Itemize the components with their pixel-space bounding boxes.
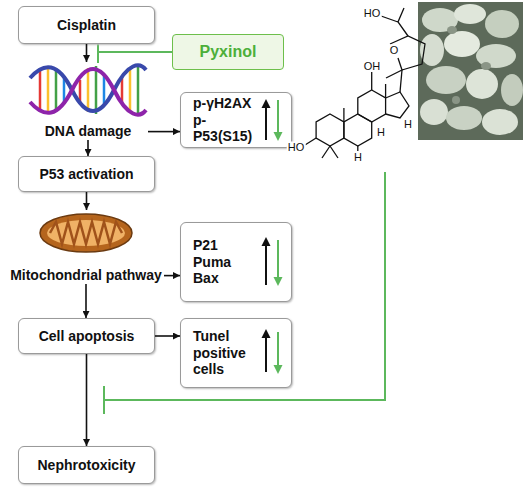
lichen-photo (418, 2, 523, 140)
atom-label: H (353, 152, 363, 163)
marker-box: P21PumaBax (180, 222, 292, 302)
flow-arrow (155, 335, 180, 337)
atom-label: H (376, 127, 386, 138)
node-text: P53 activation (39, 166, 133, 183)
dna-illustration (30, 65, 146, 114)
process-box: Cisplatin (18, 6, 155, 44)
node-text: Cell apoptosis (39, 328, 135, 345)
flow-arrow (86, 192, 88, 210)
atom-label: HO (363, 8, 382, 19)
node-text: Tunel positive cells (193, 328, 257, 378)
illustrated-step: Mitochondrial pathway (8, 210, 164, 284)
atom-label: HO (287, 142, 306, 153)
marker-box: Tunel positive cells (180, 318, 292, 388)
node-text: Mitochondrial pathway (10, 267, 162, 284)
decrease-arrow (274, 100, 283, 374)
node-text: p-P53(S15) (193, 112, 257, 146)
process-box: Nephrotoxicity (18, 446, 155, 484)
node-text: Nephrotoxicity (37, 457, 135, 474)
flow-arrow (164, 275, 180, 277)
mitochondrion-illustration (40, 214, 132, 252)
node-text: P21 (193, 237, 218, 254)
process-box: Cell apoptosis (18, 318, 155, 354)
node-text: DNA damage (45, 123, 132, 140)
pyxinol-structure (305, 8, 425, 158)
node-text: Bax (193, 270, 219, 287)
flow-arrow (86, 354, 88, 446)
node-text: Cisplatin (57, 17, 116, 34)
increase-arrow (262, 99, 271, 372)
inhibitor-box: Pyxinol (172, 34, 284, 70)
node-text: p-γH2AX (193, 95, 251, 112)
flow-arrow (87, 140, 89, 156)
inhibition-line (98, 41, 385, 414)
process-box: P53 activation (18, 156, 155, 192)
atom-label: O (389, 45, 400, 56)
atom-label: H (403, 119, 413, 130)
node-text: Puma (193, 254, 231, 271)
flow-arrow (148, 131, 180, 133)
flow-arrow (86, 44, 88, 62)
node-text: Pyxinol (200, 42, 257, 61)
flow-arrow (85, 284, 87, 318)
illustrated-step: DNA damage (28, 62, 148, 140)
marker-box: p-γH2AXp-P53(S15) (180, 92, 292, 148)
atom-label: OH (363, 61, 382, 72)
